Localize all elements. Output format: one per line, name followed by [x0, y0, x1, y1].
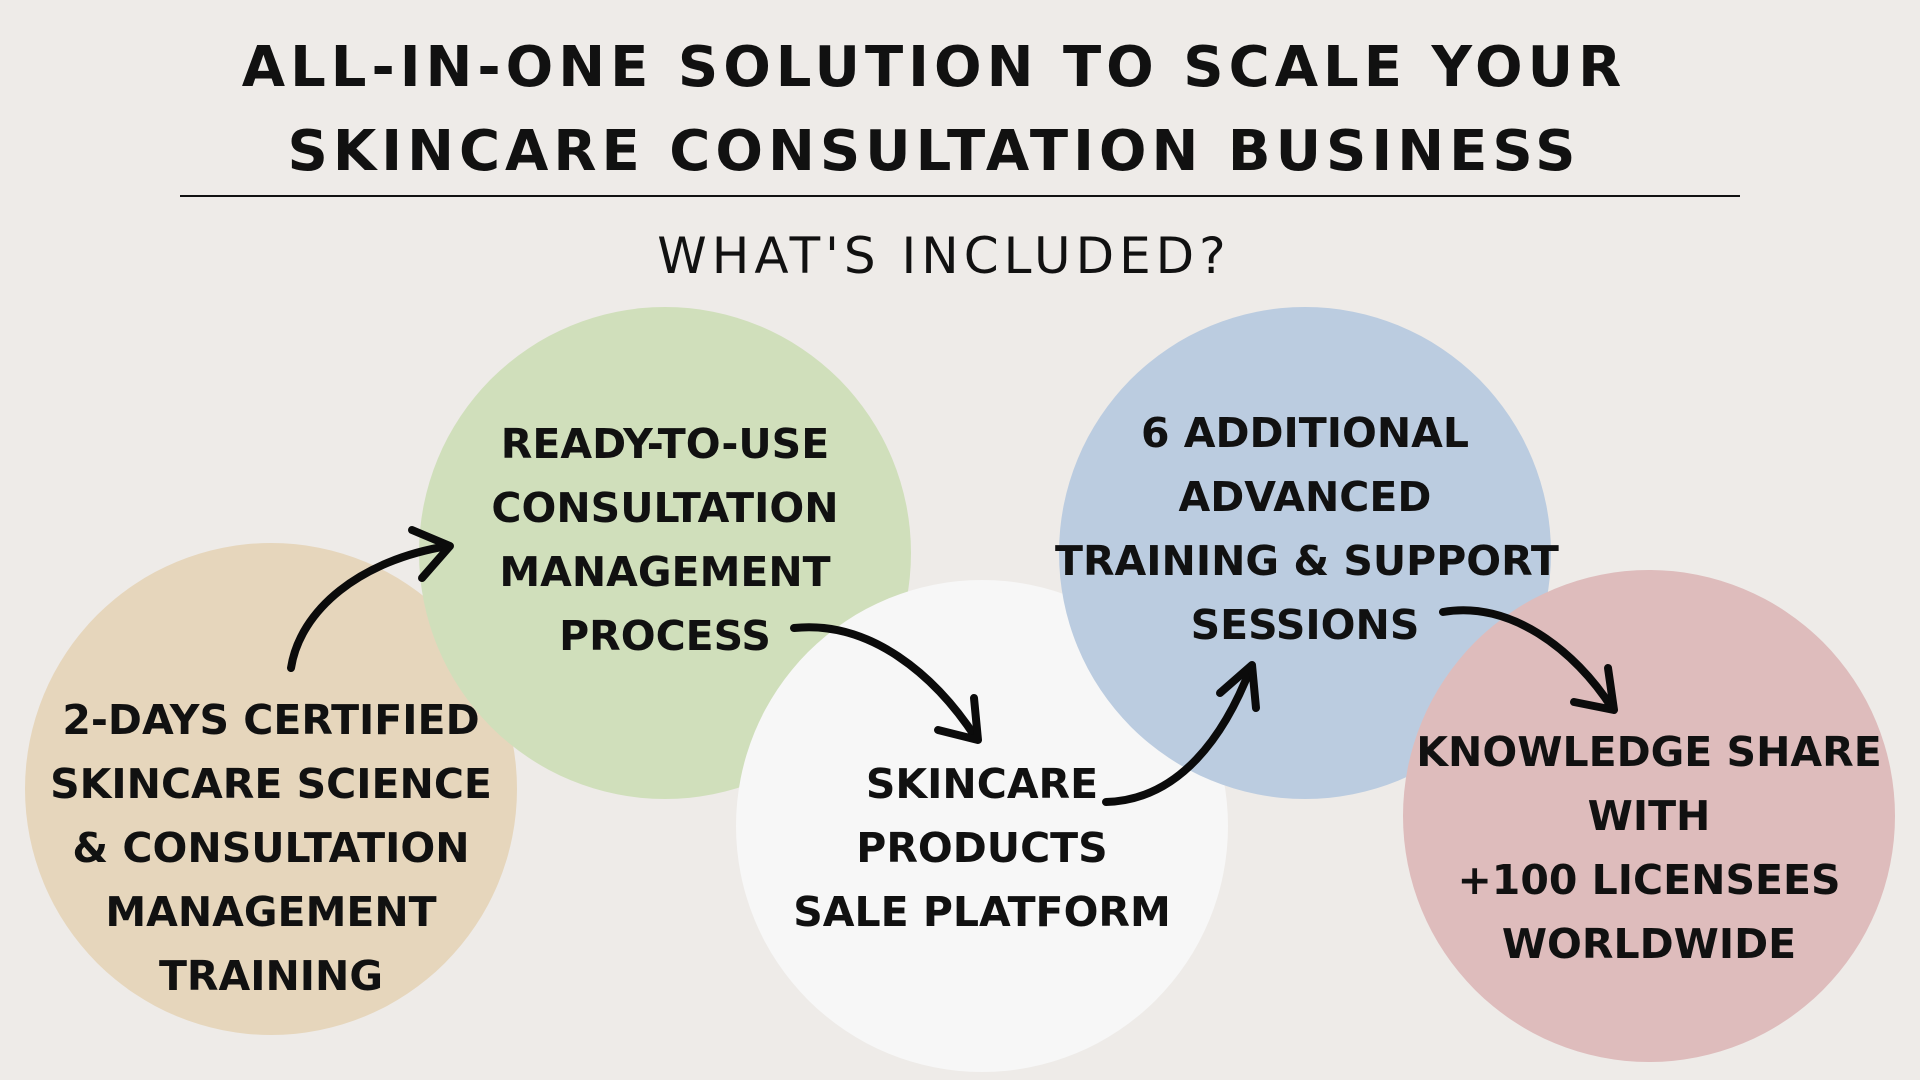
step-label-certified-training: 2-DAYS CERTIFIED SKINCARE SCIENCE & CONS… [25, 688, 517, 1008]
circle-knowledge-share [1403, 570, 1895, 1062]
title-line-1: ALL-IN-ONE SOLUTION TO SCALE YOUR [241, 35, 1627, 100]
step-3-line-1: SKINCARE [865, 760, 1099, 808]
title-divider [180, 195, 1740, 197]
step-1-line-4: MANAGEMENT [105, 888, 437, 936]
step-5-line-4: WORLDWIDE [1501, 920, 1797, 968]
step-label-consultation-process: READY-TO-USE CONSULTATION MANAGEMENT PRO… [435, 412, 895, 668]
step-1-line-5: TRAINING [158, 952, 384, 1000]
step-5-line-1: KNOWLEDGE SHARE [1416, 728, 1882, 776]
step-3-line-2: PRODUCTS [856, 824, 1108, 872]
title-line-2: SKINCARE CONSULTATION BUSINESS [287, 119, 1581, 184]
step-label-knowledge-share: KNOWLEDGE SHARE WITH +100 LICENSEES WORL… [1403, 720, 1895, 976]
page-title: ALL-IN-ONE SOLUTION TO SCALE YOUR SKINCA… [0, 26, 1868, 194]
step-4-line-4: SESSIONS [1190, 601, 1420, 649]
step-1-line-3: & CONSULTATION [72, 824, 470, 872]
step-2-line-1: READY-TO-USE [500, 420, 830, 468]
step-label-advanced-sessions: 6 ADDITIONAL ADVANCED TRAINING & SUPPORT… [1055, 401, 1559, 657]
step-3-line-3: SALE PLATFORM [793, 888, 1171, 936]
step-label-sale-platform: SKINCARE PRODUCTS SALE PLATFORM [736, 752, 1228, 944]
step-2-line-4: PROCESS [559, 612, 771, 660]
step-1-line-1: 2-DAYS CERTIFIED [62, 696, 480, 744]
step-5-line-3: +100 LICENSEES [1457, 856, 1841, 904]
arrow-4-to-5 [1439, 606, 1618, 714]
step-1-line-2: SKINCARE SCIENCE [50, 760, 492, 808]
step-2-line-2: CONSULTATION [491, 484, 839, 532]
arrow-3-to-4 [1102, 661, 1260, 806]
section-subtitle: WHAT'S INCLUDED? [657, 227, 1231, 285]
step-4-line-1: 6 ADDITIONAL [1140, 409, 1470, 457]
step-4-line-2: ADVANCED [1178, 473, 1432, 521]
step-4-line-3: TRAINING & SUPPORT [1055, 537, 1559, 585]
step-5-line-2: WITH [1587, 792, 1711, 840]
step-2-line-3: MANAGEMENT [499, 548, 831, 596]
arrow-1-to-2 [287, 526, 454, 672]
arrow-2-to-3 [790, 623, 982, 744]
